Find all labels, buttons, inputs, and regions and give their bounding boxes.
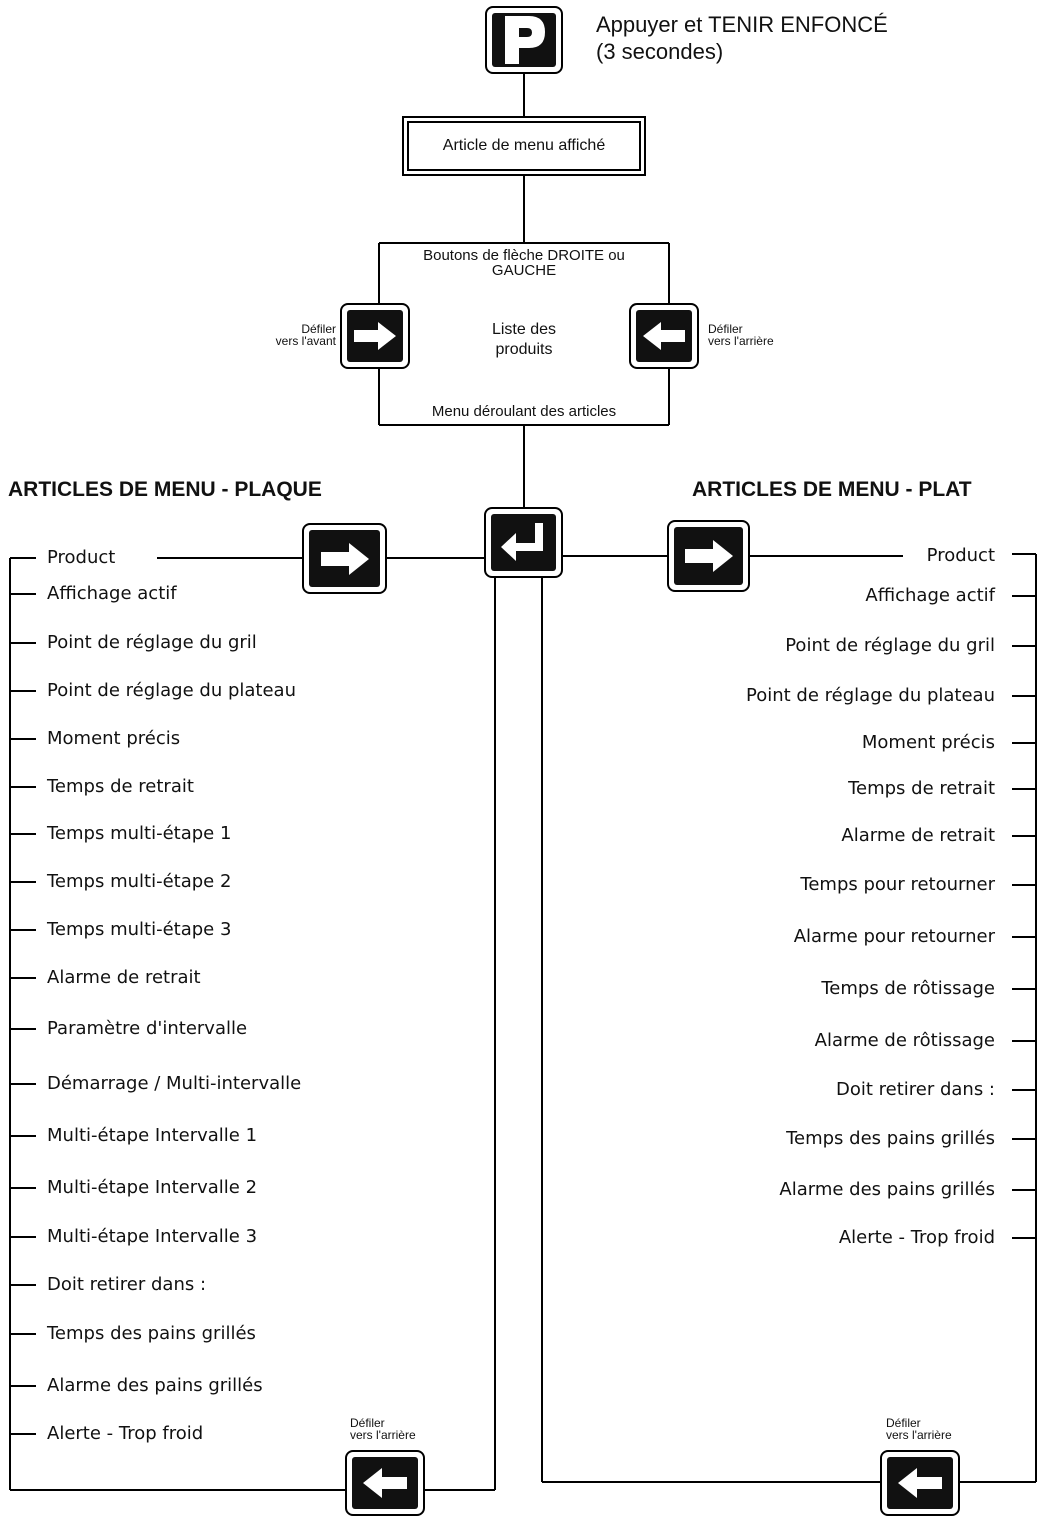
right-arrow-icon — [674, 527, 743, 585]
plat-menu-item: Doit retirer dans : — [835, 1079, 995, 1100]
left-arrow-icon — [352, 1457, 418, 1509]
plaque-menu-item: Alarme des pains grillés — [47, 1375, 263, 1396]
plat-menu-item: Alarme de retrait — [841, 825, 995, 846]
arrow-buttons-title-line1: Boutons de flèche DROITE ou — [423, 247, 625, 264]
scroll-backward-label: Défiler vers l'arrière — [708, 323, 774, 347]
right-arrow-icon — [309, 530, 380, 587]
instruction-line2: (3 secondes) — [596, 39, 724, 64]
plaque-menu-item: Paramètre d'intervalle — [47, 1018, 248, 1039]
plat-scroll-back-line1: Défiler — [886, 1416, 921, 1430]
plaque-menu-item: Multi-étape Intervalle 1 — [47, 1125, 258, 1146]
menu-item-displayed-label: Article de menu affiché — [442, 137, 606, 154]
plaque-menu-item: Doit retirer dans : — [47, 1274, 207, 1295]
right-arrow-icon — [347, 310, 403, 362]
plaque-menu-item: Product — [47, 547, 116, 568]
plaque-menu-item: Temps multi-étape 2 — [47, 871, 232, 892]
scroll-forward-line2: vers l'avant — [275, 334, 336, 348]
program-p-icon — [492, 13, 556, 67]
dropdown-menu-label: Menu déroulant des articles — [431, 403, 617, 420]
plaque-menu-item: Point de réglage du plateau — [47, 680, 296, 701]
instruction-line1: Appuyer et TENIR ENFONCÉ — [596, 12, 888, 37]
plat-menu-item: Moment précis — [861, 732, 995, 753]
product-list-line2: produits — [495, 341, 553, 358]
scroll-backward-line1: Défiler — [708, 322, 743, 336]
plaque-right-arrow-key[interactable] — [302, 523, 387, 594]
right-heading: ARTICLES DE MENU - PLAT — [692, 478, 972, 501]
plaque-scroll-back-line1: Défiler — [350, 1416, 385, 1430]
scroll-forward-right-key[interactable] — [340, 303, 410, 369]
left-arrow-icon — [887, 1457, 953, 1509]
plat-menu-item: Product — [926, 545, 995, 566]
product-list-label: Liste des produits — [444, 320, 604, 360]
product-list-line1: Liste des — [491, 321, 557, 338]
scroll-forward-label: Défiler vers l'avant — [238, 323, 336, 347]
plat-menu-item: Point de réglage du plateau — [746, 685, 995, 706]
plat-left-arrow-key[interactable] — [880, 1450, 960, 1516]
enter-key[interactable] — [484, 507, 563, 578]
plat-menu-item: Temps pour retourner — [800, 874, 995, 895]
plaque-menu-item: Temps multi-étape 1 — [47, 823, 232, 844]
plat-menu-item: Alarme pour retourner — [793, 926, 995, 947]
plat-menu-item: Alarme des pains grillés — [779, 1179, 995, 1200]
plat-right-arrow-key[interactable] — [667, 520, 750, 592]
left-arrow-icon — [636, 310, 692, 362]
plaque-menu-item: Moment précis — [47, 728, 181, 749]
plaque-left-arrow-key[interactable] — [345, 1450, 425, 1516]
plaque-menu-item: Alarme de retrait — [47, 967, 201, 988]
plaque-menu-item: Temps multi-étape 3 — [47, 919, 232, 940]
plat-menu-item: Affichage actif — [865, 585, 995, 606]
program-key[interactable] — [485, 6, 563, 74]
plaque-menu-item: Temps des pains grillés — [47, 1323, 256, 1344]
plaque-menu-item: Affichage actif — [47, 583, 177, 604]
plaque-scroll-back-label: Défiler vers l'arrière — [350, 1417, 416, 1441]
plaque-menu-item: Alerte - Trop froid — [47, 1423, 204, 1444]
instruction-text: Appuyer et TENIR ENFONCÉ (3 secondes) — [596, 11, 888, 65]
plat-menu-item: Point de réglage du gril — [785, 635, 995, 656]
plat-menu-item: Alarme de rôtissage — [814, 1030, 995, 1051]
scroll-forward-line1: Défiler — [301, 322, 336, 336]
enter-return-icon — [491, 514, 556, 571]
plaque-menu-item: Multi-étape Intervalle 2 — [47, 1177, 258, 1198]
plat-menu-item: Alerte - Trop froid — [838, 1227, 995, 1248]
scroll-backward-line2: vers l'arrière — [708, 334, 774, 348]
plat-menu-item: Temps de rôtissage — [821, 978, 995, 999]
plat-menu-item: Temps des pains grillés — [786, 1128, 995, 1149]
plaque-menu-item: Point de réglage du gril — [47, 632, 257, 653]
plat-scroll-back-line2: vers l'arrière — [886, 1428, 952, 1442]
plaque-menu-item: Multi-étape Intervalle 3 — [47, 1226, 258, 1247]
scroll-backward-left-key[interactable] — [629, 303, 699, 369]
plaque-menu-item: Démarrage / Multi-intervalle — [47, 1073, 302, 1094]
plat-scroll-back-label: Défiler vers l'arrière — [886, 1417, 952, 1441]
left-heading: ARTICLES DE MENU - PLAQUE — [8, 478, 322, 501]
plat-menu-item: Temps de retrait — [848, 778, 995, 799]
arrow-buttons-title: Boutons de flèche DROITE ou GAUCHE — [379, 248, 669, 278]
plaque-scroll-back-line2: vers l'arrière — [350, 1428, 416, 1442]
plaque-menu-item: Temps de retrait — [47, 776, 194, 797]
menu-item-displayed-box: Article de menu affiché — [402, 116, 646, 176]
arrow-buttons-title-line2: GAUCHE — [491, 262, 557, 279]
